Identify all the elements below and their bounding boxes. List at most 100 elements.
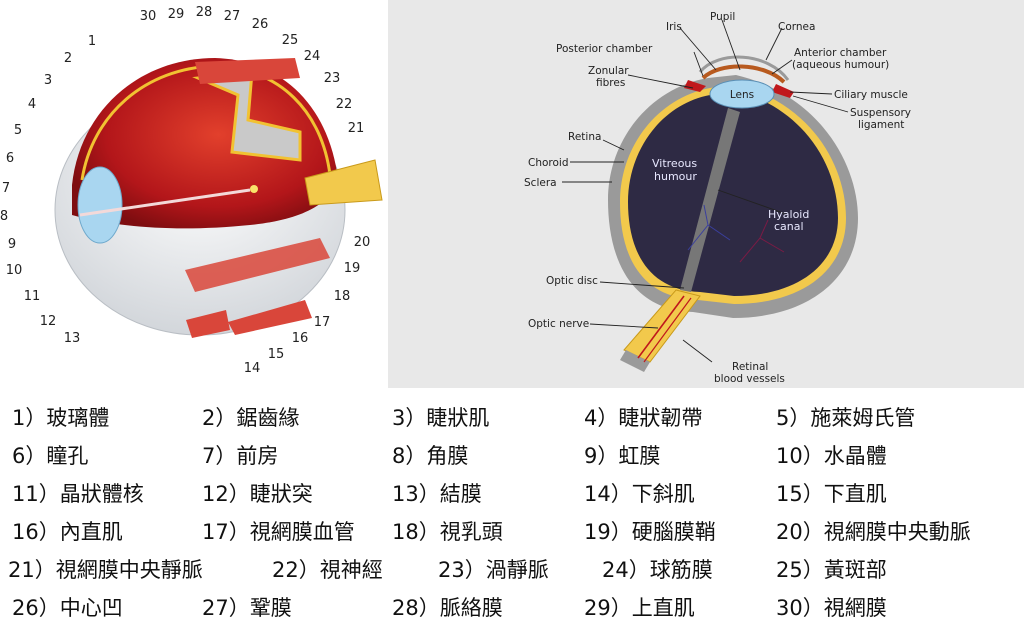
legend-item: 7）前房	[202, 444, 279, 468]
label-vitreous-1: Vitreous	[652, 157, 697, 170]
legend-item: 21）視網膜中央靜脈	[8, 558, 203, 582]
label-iris: Iris	[666, 21, 682, 33]
eyeball-interior	[72, 58, 338, 229]
number-label-bg	[242, 358, 262, 378]
legend-item: 29）上直肌	[584, 596, 695, 620]
legend-item: 30）視網膜	[776, 596, 887, 620]
number-label-29: 29	[168, 7, 185, 22]
number-label-bg	[4, 260, 24, 280]
number-label-bg	[266, 344, 286, 364]
number-labels: 1234567891011121314151617181920212223242…	[0, 2, 372, 378]
number-label-14: 14	[244, 361, 261, 376]
label-sclera: Sclera	[524, 177, 557, 189]
number-label-bg	[166, 4, 186, 24]
cornea-arc	[698, 55, 790, 81]
number-label-bg	[342, 258, 362, 278]
number-label-1: 1	[88, 34, 96, 49]
legend-item: 26）中心凹	[12, 596, 123, 620]
legend-item: 1）玻璃體	[12, 406, 110, 430]
number-label-9: 9	[8, 237, 16, 252]
number-label-23: 23	[324, 71, 341, 86]
number-label-19: 19	[344, 261, 361, 276]
vitreous-shape	[628, 90, 838, 296]
number-label-bg	[2, 234, 22, 254]
number-label-3: 3	[44, 73, 52, 88]
number-label-bg	[22, 286, 42, 306]
ciliary-left	[684, 80, 706, 92]
iris-band	[701, 64, 786, 84]
legend-item: 16）內直肌	[12, 520, 123, 544]
label-pupil: Pupil	[710, 11, 735, 23]
legend-item: 18）視乳頭	[392, 520, 503, 544]
legend-item: 9）虹膜	[584, 444, 661, 468]
legend-item: 23）渦靜脈	[438, 558, 549, 582]
number-label-7: 7	[2, 181, 10, 196]
number-label-18: 18	[334, 289, 351, 304]
label-retinal-1: Retinal	[732, 361, 768, 373]
legend-item: 25）黃斑部	[776, 558, 887, 582]
eye-cutaway-diagram: 1234567891011121314151617181920212223242…	[0, 0, 388, 388]
label-retina: Retina	[568, 131, 601, 143]
number-label-4: 4	[28, 97, 36, 112]
number-label-26: 26	[252, 17, 269, 32]
label-retinal-2: blood vessels	[714, 373, 785, 385]
number-label-bg	[334, 94, 354, 114]
legend-item: 22）視神經	[272, 558, 383, 582]
number-label-6: 6	[6, 151, 14, 166]
ciliary-right	[772, 84, 794, 98]
number-label-bg	[62, 328, 82, 348]
medial-rectus	[228, 300, 312, 335]
number-label-10: 10	[6, 263, 23, 278]
lens-label: Lens	[730, 89, 754, 101]
label-cornea: Cornea	[778, 21, 815, 33]
legend-item: 24）球筋膜	[602, 558, 713, 582]
legend-item: 14）下斜肌	[584, 482, 695, 506]
number-label-22: 22	[336, 97, 353, 112]
number-label-28: 28	[196, 5, 213, 20]
label-zonular-2: fibres	[596, 77, 625, 89]
number-label-bg	[22, 94, 42, 114]
number-label-bg	[352, 232, 372, 252]
eye-cross-section-diagram: Lens Iris Pupil Cornea Posterior chamber…	[388, 0, 1024, 388]
label-hyaloid-1: Hyaloid	[768, 208, 809, 221]
number-label-bg	[38, 311, 58, 331]
legend-item: 19）硬腦膜鞘	[584, 520, 716, 544]
number-label-bg	[8, 120, 28, 140]
label-optic-nerve: Optic nerve	[528, 318, 589, 330]
legend-item: 13）結膜	[392, 482, 482, 506]
legend-item: 17）視網膜血管	[202, 520, 355, 544]
number-label-bg	[0, 148, 20, 168]
number-label-bg	[38, 70, 58, 90]
lens-left	[77, 166, 123, 244]
number-label-15: 15	[268, 347, 285, 362]
legend-item: 6）瞳孔	[12, 444, 89, 468]
number-label-21: 21	[348, 121, 365, 136]
number-label-20: 20	[354, 235, 371, 250]
legend-item: 15）下直肌	[776, 482, 887, 506]
legend-item: 10）水晶體	[776, 444, 887, 468]
label-ciliary: Ciliary muscle	[834, 89, 908, 101]
number-label-5: 5	[14, 123, 22, 138]
legend-item: 5）施萊姆氏管	[776, 406, 916, 430]
number-label-bg	[82, 31, 102, 51]
number-label-bg	[194, 2, 214, 22]
label-vitreous-2: humour	[654, 170, 697, 183]
number-label-bg	[290, 328, 310, 348]
label-anterior-1: Anterior chamber	[794, 47, 887, 59]
number-label-11: 11	[24, 289, 41, 304]
legend-item: 20）視網膜中央動脈	[776, 520, 971, 544]
legend-item: 3）睫狀肌	[392, 406, 490, 430]
number-label-25: 25	[282, 33, 299, 48]
number-label-bg	[222, 6, 242, 26]
label-anterior-2: (aqueous humour)	[792, 59, 889, 71]
number-label-8: 8	[0, 209, 8, 224]
number-label-bg	[138, 6, 158, 26]
number-label-bg	[250, 14, 270, 34]
label-choroid: Choroid	[528, 157, 569, 169]
superior-rectus	[195, 58, 300, 84]
number-label-bg	[280, 30, 300, 50]
legend-item: 4）睫狀韌帶	[584, 406, 703, 430]
label-suspensory-2: ligament	[858, 119, 904, 131]
inferior-oblique	[186, 310, 230, 338]
